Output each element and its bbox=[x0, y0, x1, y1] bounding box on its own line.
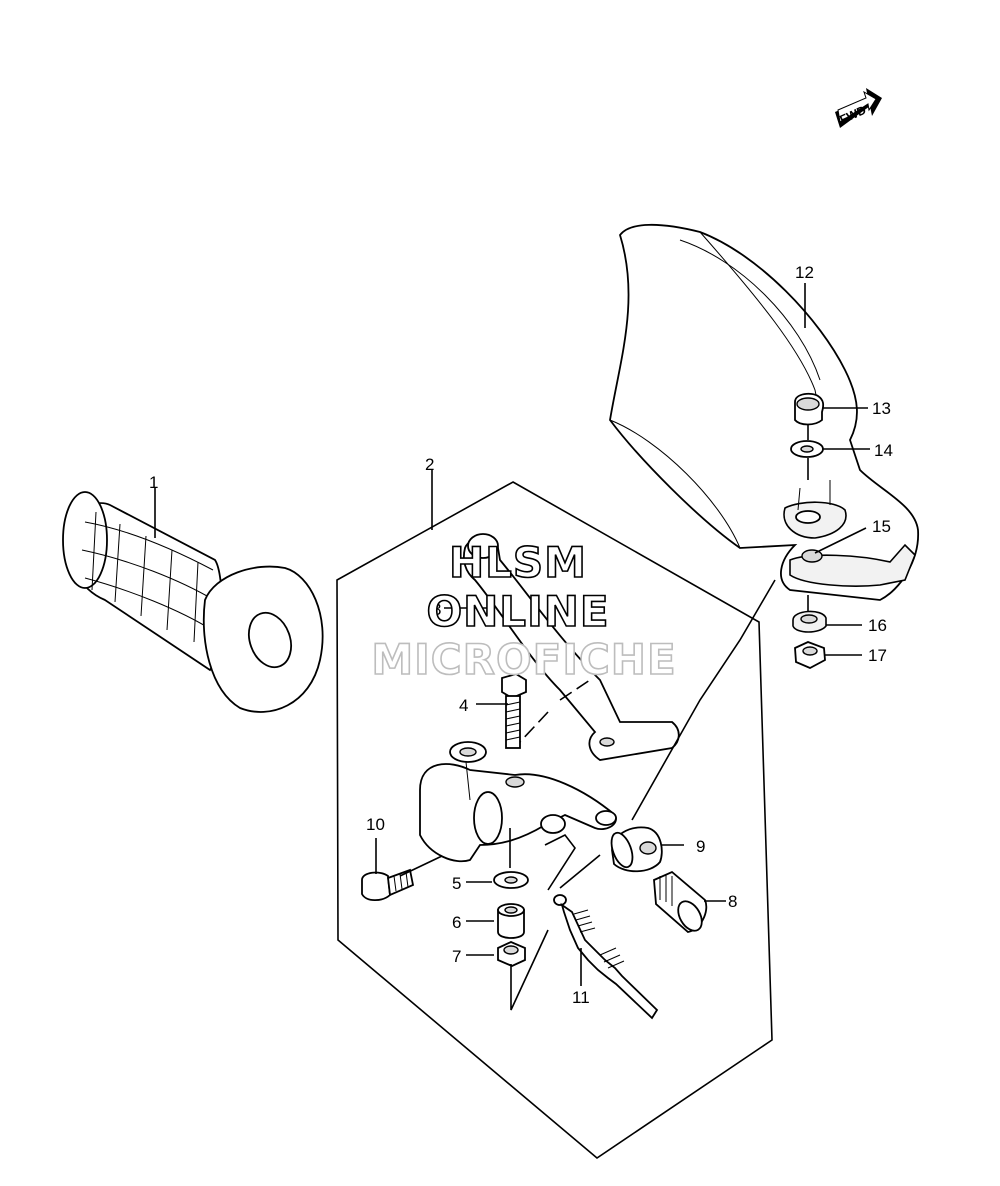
callout-7: 7 bbox=[452, 947, 461, 966]
callout-13: 13 bbox=[872, 399, 891, 418]
callout-5: 5 bbox=[452, 874, 461, 893]
washer-5 bbox=[493, 871, 529, 889]
callout-12: 12 bbox=[795, 263, 814, 282]
locknut-9 bbox=[610, 826, 663, 873]
lever-part bbox=[462, 533, 680, 761]
callout-1: 1 bbox=[149, 473, 158, 492]
assembly-outline bbox=[336, 481, 773, 1160]
callout-9: 9 bbox=[696, 837, 705, 856]
adjuster-8 bbox=[653, 870, 708, 933]
callout-4: 4 bbox=[459, 696, 468, 715]
callout-numbers: 1 2 3 4 5 6 7 8 9 10 11 12 13 14 15 16 1… bbox=[149, 263, 893, 1007]
nut-7 bbox=[497, 941, 526, 967]
callout-2: 2 bbox=[425, 455, 434, 474]
watermark-line-3: MICROFICHE bbox=[371, 635, 676, 684]
callout-17: 17 bbox=[868, 646, 887, 665]
watermark-line-1: HLSM bbox=[449, 538, 587, 587]
callout-11: 11 bbox=[572, 988, 590, 1007]
callout-10: 10 bbox=[366, 815, 385, 834]
washer-14 bbox=[790, 440, 824, 458]
screw-10 bbox=[361, 868, 415, 902]
watermark: HLSM ONLINE MICROFICHE bbox=[371, 537, 677, 685]
leader-lines bbox=[154, 283, 870, 1011]
collar-6 bbox=[497, 903, 525, 939]
nut-17 bbox=[794, 641, 826, 669]
cable-11 bbox=[553, 894, 659, 1020]
callout-15: 15 bbox=[872, 517, 891, 536]
fwd-label: FWD bbox=[838, 103, 869, 127]
watermark-line-2: ONLINE bbox=[426, 587, 609, 636]
callout-16: 16 bbox=[868, 616, 887, 635]
handguard-part bbox=[609, 223, 919, 601]
fwd-arrow-badge: FWD bbox=[835, 88, 882, 128]
callout-8: 8 bbox=[728, 892, 737, 911]
cap-nut-13 bbox=[794, 392, 825, 426]
bolt-4 bbox=[501, 673, 527, 749]
lever-holder-part bbox=[419, 741, 617, 863]
callout-6: 6 bbox=[452, 913, 461, 932]
washer-16 bbox=[792, 610, 827, 633]
callout-3: 3 bbox=[432, 600, 441, 619]
grip-part bbox=[62, 491, 324, 713]
callout-14: 14 bbox=[874, 441, 893, 460]
